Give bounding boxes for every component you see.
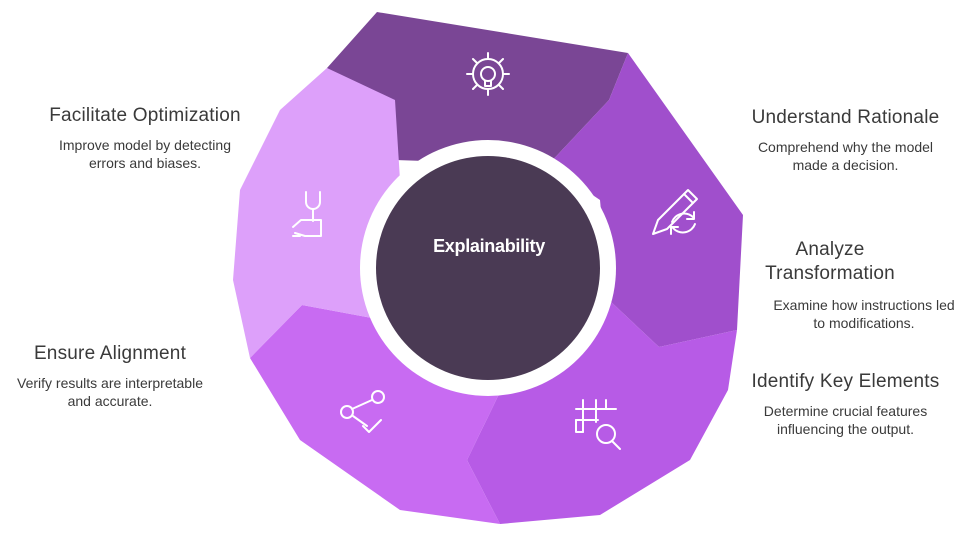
ensure-desc-line1: Verify results are interpretable (17, 375, 203, 391)
grid-search-icon (575, 399, 621, 450)
ensure-desc-line2: and accurate. (67, 393, 153, 409)
understand-title: Understand Rationale (751, 107, 940, 128)
facilitate-desc-line1: Improve model by detecting (59, 137, 231, 153)
analyze-desc-line2: to modifications. (813, 315, 915, 331)
label-analyze-title: Analyze Transformation (740, 238, 920, 286)
understand-desc: Comprehend why the model made a decision… (733, 138, 958, 174)
identify-desc-line1: Determine crucial features (763, 403, 928, 419)
analyze-desc-line1: Examine how instructions led (773, 297, 955, 313)
segment-facilitate[interactable] (233, 68, 400, 358)
segment-understand[interactable] (327, 12, 628, 165)
label-identify: Identify Key Elements Determine crucial … (733, 370, 958, 438)
label-facilitate: Facilitate Optimization Improve model by… (30, 104, 260, 172)
segment-analyze[interactable] (548, 53, 743, 347)
ensure-title: Ensure Alignment (33, 343, 187, 364)
understand-desc-line2: made a decision. (792, 157, 899, 173)
facilitate-desc-line2: errors and biases. (88, 155, 202, 171)
label-analyze-desc: Examine how instructions led to modifica… (758, 296, 970, 332)
facilitate-desc: Improve model by detecting errors and bi… (30, 136, 260, 172)
segment-identify[interactable] (467, 300, 737, 524)
center-label: Explainability (433, 236, 545, 256)
share-check-icon (340, 390, 385, 433)
analyze-desc: Examine how instructions led to modifica… (758, 296, 970, 332)
hand-wrench-icon (292, 191, 322, 237)
ensure-desc: Verify results are interpretable and acc… (0, 374, 220, 410)
identify-desc: Determine crucial features influencing t… (733, 402, 958, 438)
center-circle[interactable] (376, 156, 600, 380)
label-understand: Understand Rationale Comprehend why the … (733, 106, 958, 174)
identify-title: Identify Key Elements (751, 371, 940, 392)
understand-desc-line1: Comprehend why the model (757, 139, 934, 155)
gear-lightbulb-icon (466, 52, 510, 96)
analyze-title-line1: Analyze (795, 239, 865, 260)
identify-desc-line2: influencing the output. (777, 421, 914, 437)
pencil-refresh-icon (652, 189, 698, 235)
label-ensure: Ensure Alignment Verify results are inte… (0, 342, 220, 410)
analyze-title-line2: Transformation (765, 263, 895, 284)
segment-ensure[interactable] (250, 305, 502, 524)
facilitate-title: Facilitate Optimization (49, 105, 241, 126)
